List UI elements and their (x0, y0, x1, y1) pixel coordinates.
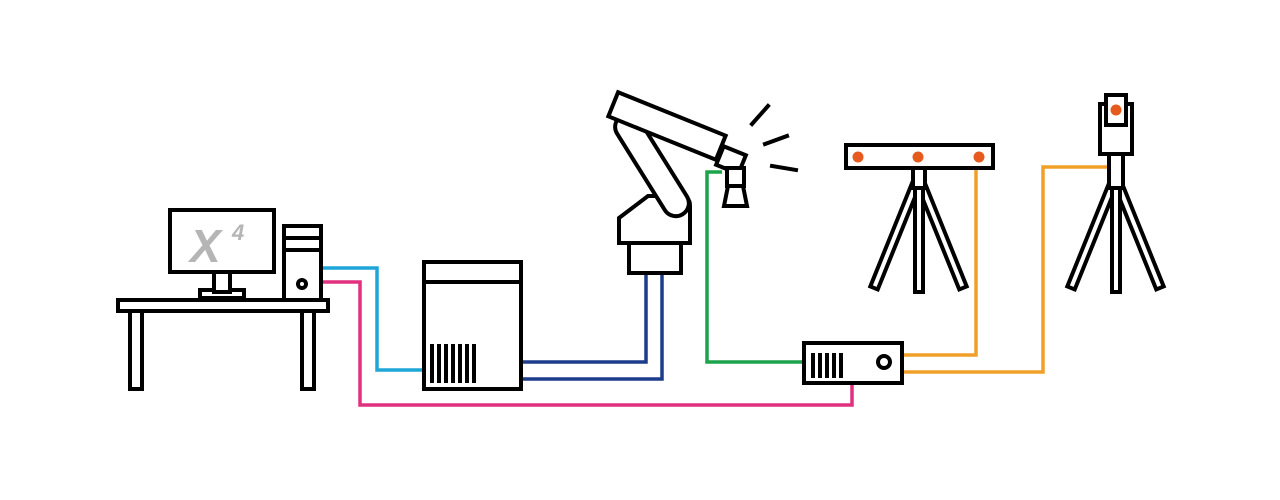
robot-controller (422, 260, 523, 391)
cables (321, 165, 1108, 407)
scanner-lens (721, 184, 750, 208)
tracker-tripod-leg-left (1064, 179, 1120, 293)
cable-scanner-to-tracker-box (705, 170, 804, 364)
laser-tracker-tripod (1064, 93, 1167, 294)
pc-power-button (296, 278, 308, 290)
scanner (721, 103, 799, 208)
tracker-controller-button (876, 354, 892, 370)
camera-marker-right (973, 151, 985, 163)
robot-arm (605, 89, 749, 275)
cable-controller-to-robot-a (521, 274, 648, 364)
scanner-head (725, 166, 746, 188)
cable-camera-bar-to-tracker-box (902, 165, 978, 357)
tripod-head (911, 166, 927, 190)
monitor-screen (168, 208, 276, 274)
desk-leg-left (128, 307, 144, 391)
controller-vents (430, 344, 476, 383)
tracker-tripod-leg-center (1110, 178, 1122, 294)
tracker-controller (802, 341, 904, 385)
workstation: X 4 (116, 208, 330, 391)
monitor-stand-neck (212, 270, 232, 294)
tracker-neck (1107, 150, 1125, 190)
robot-forearm (605, 89, 729, 163)
desk-leg-right (300, 307, 316, 391)
light-ray-bottom (769, 163, 799, 173)
tripod-leg-left (867, 179, 923, 293)
light-ray-top (749, 103, 771, 127)
screen-logo-superscript: 4 (231, 220, 244, 245)
robot-base (627, 241, 683, 275)
light-ray-middle (762, 133, 790, 147)
cable-pc-to-tracker-box (321, 280, 854, 407)
cable-laser-tracker-to-tracker-box (902, 165, 1108, 374)
camera-marker-left (852, 151, 864, 163)
cable-controller-to-robot-b (521, 274, 664, 381)
camera-bar-tripod (844, 143, 995, 294)
tracker-controller-vents (811, 353, 843, 378)
camera-marker-center (912, 151, 924, 163)
tripod-leg-center (913, 178, 925, 294)
tracker-marker (1110, 104, 1122, 116)
cable-pc-to-controller (321, 266, 424, 372)
screen-logo: X (187, 220, 223, 272)
